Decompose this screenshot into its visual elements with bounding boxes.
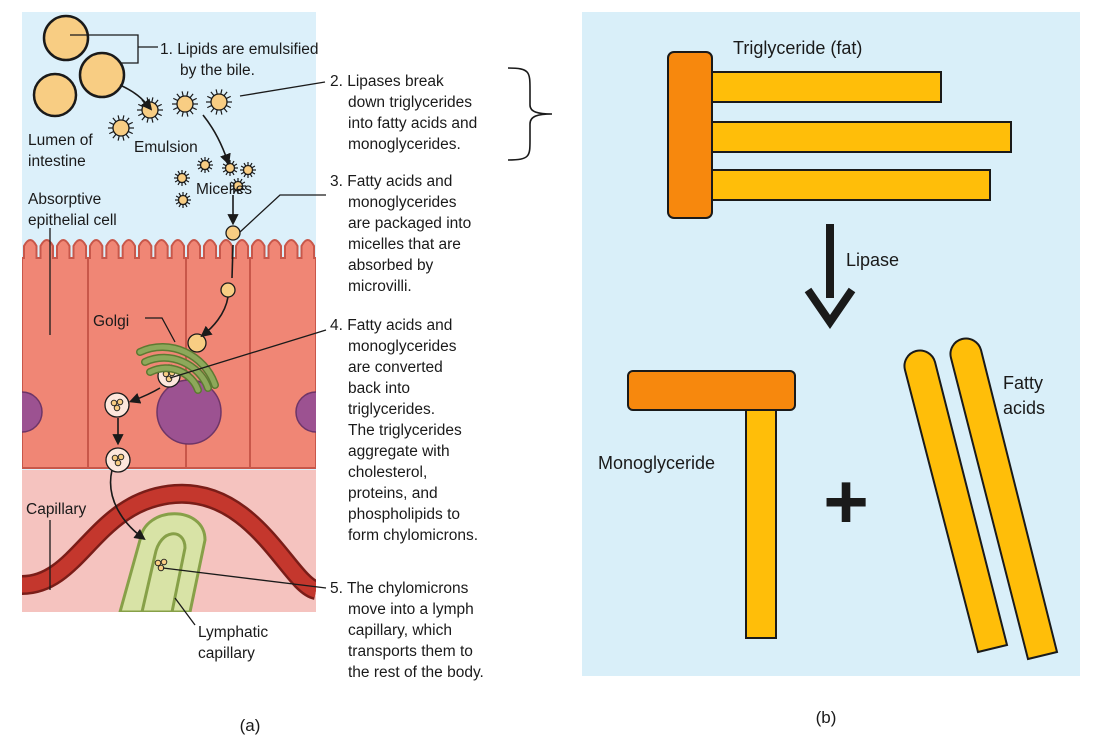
epithelial-cell — [22, 239, 89, 469]
capillary-label: Capillary — [26, 501, 87, 518]
step-3-line: microvilli. — [348, 278, 412, 295]
emulsion-droplet — [108, 115, 134, 141]
absorptive-cell-label-line2: epithelial cell — [28, 212, 117, 229]
fatty-acid-chain-1 — [711, 71, 942, 103]
lipase-label: Lipase — [846, 250, 899, 270]
micelle — [197, 157, 213, 173]
fatty-acid-chain-2 — [711, 121, 1012, 153]
step-4-line: monoglycerides — [348, 338, 457, 355]
free-fatty-acids — [903, 337, 1059, 661]
step-4-line: 4. Fatty acids and — [330, 317, 452, 334]
step-5-line: 5. The chylomicrons — [330, 580, 469, 597]
process-steps: 1. Lipids are emulsified by the bile. 2. … — [160, 41, 484, 681]
step-4-line: proteins, and — [348, 485, 438, 502]
plus-sign: + — [823, 457, 869, 545]
step-3-line: monoglycerides — [348, 194, 457, 211]
epithelial-cell — [249, 239, 316, 469]
step-3-line: 3. Fatty acids and — [330, 173, 452, 190]
free-fatty-acid-2 — [949, 337, 1059, 661]
step-1-text: 1. Lipids are emulsified by the bile. — [160, 41, 319, 79]
chylomicron — [154, 558, 168, 572]
triglyceride-molecule — [667, 51, 1012, 219]
absorptive-cell-label-line1: Absorptive — [28, 191, 101, 208]
chylomicron — [105, 447, 131, 473]
step-4-text: 4. Fatty acids and monoglycerides are conv… — [330, 317, 478, 544]
step-3-line: are packaged into — [348, 215, 471, 232]
golgi-apparatus — [136, 343, 219, 394]
step-5-text: 5. The chylomicrons move into a lymph capi… — [330, 580, 484, 681]
lipid-droplet — [32, 72, 78, 118]
step-2-line: 2. Lipases break — [330, 73, 444, 90]
panel-b-caption: (b) — [816, 708, 837, 727]
pathway-arrows — [109, 84, 239, 540]
step-4-line: triglycerides. — [348, 401, 435, 418]
emulsion-droplet — [172, 91, 198, 117]
curly-brace — [507, 67, 553, 161]
step-5-line: transports them to — [348, 643, 473, 660]
step-5-line: move into a lymph — [348, 601, 474, 618]
golgi-label: Golgi — [93, 313, 129, 330]
step-2-line: into fatty acids and — [348, 115, 477, 132]
panel-b-background — [582, 12, 1080, 676]
step-4-line: back into — [348, 380, 410, 397]
micelles-label: Micelles — [196, 181, 252, 198]
lipid-droplets-and-micelles — [32, 14, 256, 572]
monoglyceride-glycerol — [627, 370, 796, 411]
chylomicron — [104, 392, 130, 418]
panel-a-illustration — [22, 12, 327, 626]
step-4-line: aggregate with — [348, 443, 450, 460]
step-1-line: by the bile. — [180, 62, 255, 79]
nucleus — [22, 391, 43, 433]
lumen-label-line2: intestine — [28, 153, 86, 170]
fatty-acids-label-line2: acids — [1003, 398, 1045, 418]
lumen-label-line1: Lumen of — [28, 132, 93, 149]
triglyceride-label: Triglyceride (fat) — [733, 38, 862, 58]
nucleus — [295, 391, 316, 433]
panel-b-illustration: Triglyceride (fat) Lipase Monoglyceride … — [582, 12, 1080, 676]
micelle — [174, 170, 190, 186]
label-leader-lines — [49, 34, 327, 626]
step-4-line: form chylomicrons. — [348, 527, 478, 544]
monoglyceride-label: Monoglyceride — [598, 453, 715, 473]
lymphatic-label-line2: capillary — [198, 645, 255, 662]
step-2-line: monoglycerides. — [348, 136, 461, 153]
absorbed-micelle — [225, 225, 241, 241]
monoglyceride-molecule — [627, 370, 796, 639]
step-3-line: absorbed by — [348, 257, 434, 274]
lymphatic-label-line1: Lymphatic — [198, 624, 268, 641]
step-5-line: the rest of the body. — [348, 664, 484, 681]
step-3-text: 3. Fatty acids and monoglycerides are pack… — [330, 173, 471, 295]
step-1-line: 1. Lipids are emulsified — [160, 41, 319, 58]
step-4-line: The triglycerides — [348, 422, 462, 439]
micelle — [230, 178, 246, 194]
step-2-line: down triglycerides — [348, 94, 472, 111]
step-2-text: 2. Lipases break down triglycerides into f… — [330, 73, 477, 153]
step-5-line: capillary, which — [348, 622, 452, 639]
absorbed-micelle — [187, 333, 207, 353]
micelle — [175, 192, 191, 208]
fatty-acid-chain-3 — [711, 169, 991, 201]
absorbed-micelle — [220, 282, 236, 298]
step-4-line: are converted — [348, 359, 443, 376]
emulsion-droplet — [206, 89, 232, 115]
panel-a-caption: (a) — [240, 716, 261, 735]
fatty-acids-label-line1: Fatty — [1003, 373, 1043, 393]
step-4-line: phospholipids to — [348, 506, 460, 523]
panel-a-labels: Lumen of intestine Emulsion Micelles Abs… — [26, 132, 268, 662]
free-fatty-acid-1 — [903, 349, 1009, 654]
step-3-line: micelles that are — [348, 236, 461, 253]
monoglyceride-chain — [745, 409, 777, 639]
lipase-arrow — [804, 224, 856, 330]
lipid-droplet — [78, 51, 126, 99]
glycerol-backbone — [667, 51, 713, 219]
blood-capillary — [22, 483, 316, 600]
step-4-line: cholesterol, — [348, 464, 427, 481]
emulsion-label: Emulsion — [134, 139, 198, 156]
lipid-droplet — [42, 14, 90, 62]
micelle — [240, 162, 256, 178]
